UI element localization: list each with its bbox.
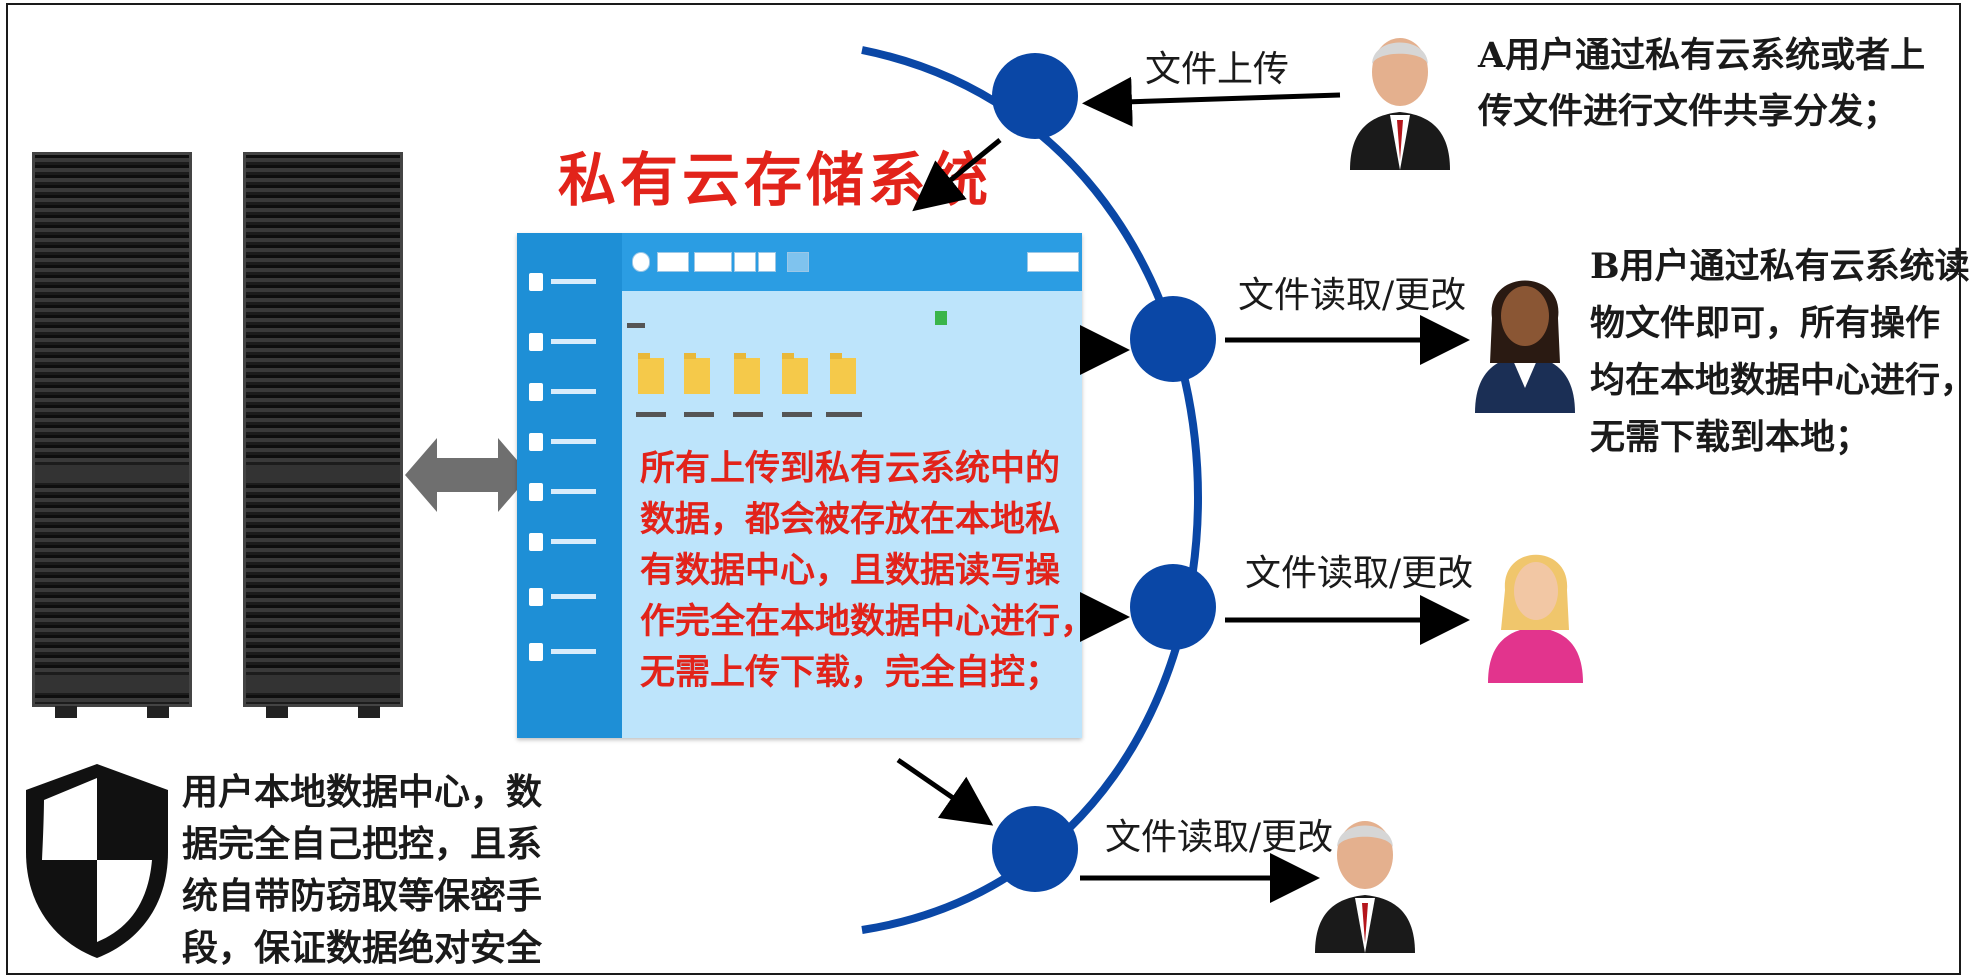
folder-icon [638, 353, 664, 394]
user-avatar-icon [1350, 38, 1450, 170]
user-avatar-icon [1315, 821, 1415, 953]
read-label-1: 文件读取/更改 [1238, 275, 1467, 316]
server-rack-icon [243, 152, 403, 718]
upload-label: 文件上传 [1145, 49, 1290, 90]
user-a-description: A用户通过私有云系统或者上 传文件进行文件共享分发； [1478, 35, 1926, 132]
shield-icon [26, 764, 168, 958]
flow-node [1130, 296, 1216, 382]
flow-node [992, 53, 1078, 139]
user-avatar-icon [1475, 280, 1575, 413]
folder-icon [734, 353, 760, 394]
flow-node [1130, 564, 1216, 650]
user-avatar-icon [1488, 554, 1583, 683]
double-arrow-icon [405, 438, 530, 512]
center-description: 所有上传到私有云系统中的 数据，都会被存放在本地私 有数据中心，且数据读写操 作… [640, 448, 1096, 693]
server-rack-icon [32, 152, 192, 718]
folder-icon [684, 353, 710, 394]
app-toolbar [622, 233, 1082, 291]
cloud-app-screenshot [517, 233, 1082, 738]
folder-icon [782, 353, 808, 394]
app-sidebar [517, 233, 622, 738]
diagram-frame [6, 3, 1961, 975]
read-label-3: 文件读取/更改 [1105, 817, 1334, 858]
flow-node [992, 806, 1078, 892]
shield-description: 用户本地数据中心，数 据完全自己把控，且系 统自带防窃取等保密手 段，保证数据绝… [182, 771, 543, 969]
folder-icon [830, 353, 856, 394]
user-b-description: B用户通过私有云系统读 物文件即可，所有操作 均在本地数据中心进行， 无需下载到… [1590, 246, 1969, 458]
read-label-2: 文件读取/更改 [1245, 553, 1474, 594]
